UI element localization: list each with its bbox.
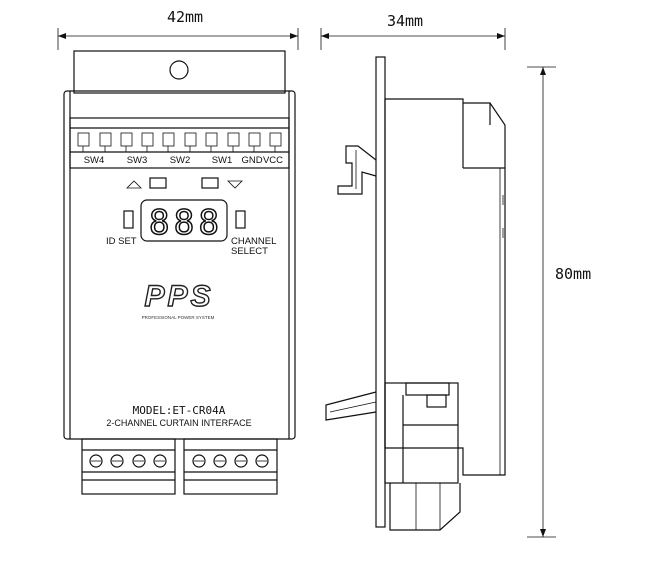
bottom-terminal-blocks: [81, 438, 278, 495]
channel-select-label-line1: CHANNEL: [231, 236, 276, 247]
dimension-width-side: 34mm: [320, 12, 506, 50]
terminal-label-sw1: SW1: [212, 155, 233, 166]
terminal-label-vcc: VCC: [263, 155, 283, 166]
led-display: [140, 199, 228, 242]
channel-select-button: [235, 210, 246, 229]
dimension-width-front: 42mm: [57, 8, 299, 50]
mounting-tab: [73, 50, 286, 94]
front-body: [63, 90, 296, 440]
dimension-height: 80mm: [527, 66, 591, 538]
dimension-height-label: 80mm: [555, 265, 591, 283]
side-view: [325, 56, 506, 531]
channel-select-label-line2: SELECT: [231, 246, 268, 257]
terminal-label-gnd: GND: [241, 155, 262, 166]
din-clip-top: [337, 145, 377, 195]
brand-tagline: PROFESSIONAL POWER SYSTEM: [142, 315, 215, 320]
down-arrow-icon: [227, 180, 243, 189]
brand-logo: PPS: [144, 280, 213, 313]
id-set-button: [123, 210, 134, 229]
id-set-label: ID SET: [106, 236, 137, 247]
side-body: [384, 98, 506, 476]
dimension-width-front-label: 42mm: [167, 8, 203, 26]
led-display-digits: 888: [149, 203, 219, 243]
din-clip-bottom: [325, 391, 377, 421]
dimension-width-side-label: 34mm: [387, 12, 423, 30]
model-description: 2-CHANNEL CURTAIN INTERFACE: [106, 418, 251, 428]
terminal-label-sw4: SW4: [84, 155, 105, 166]
side-terminal-block: [384, 382, 461, 531]
terminal-label-sw2: SW2: [170, 155, 191, 166]
terminal-pins: [77, 132, 282, 152]
mounting-hole: [169, 60, 189, 80]
up-arrow-icon: [126, 180, 142, 189]
terminal-strip: [69, 117, 290, 169]
terminal-label-sw3: SW3: [127, 155, 148, 166]
mounting-plate: [375, 56, 386, 528]
up-button: [149, 177, 167, 189]
front-view: SW4 SW3 SW2 SW1 GND VCC 888 ID SET CHANN…: [63, 50, 296, 495]
model-number: MODEL:ET-CR04A: [133, 404, 226, 417]
down-button: [201, 177, 219, 189]
